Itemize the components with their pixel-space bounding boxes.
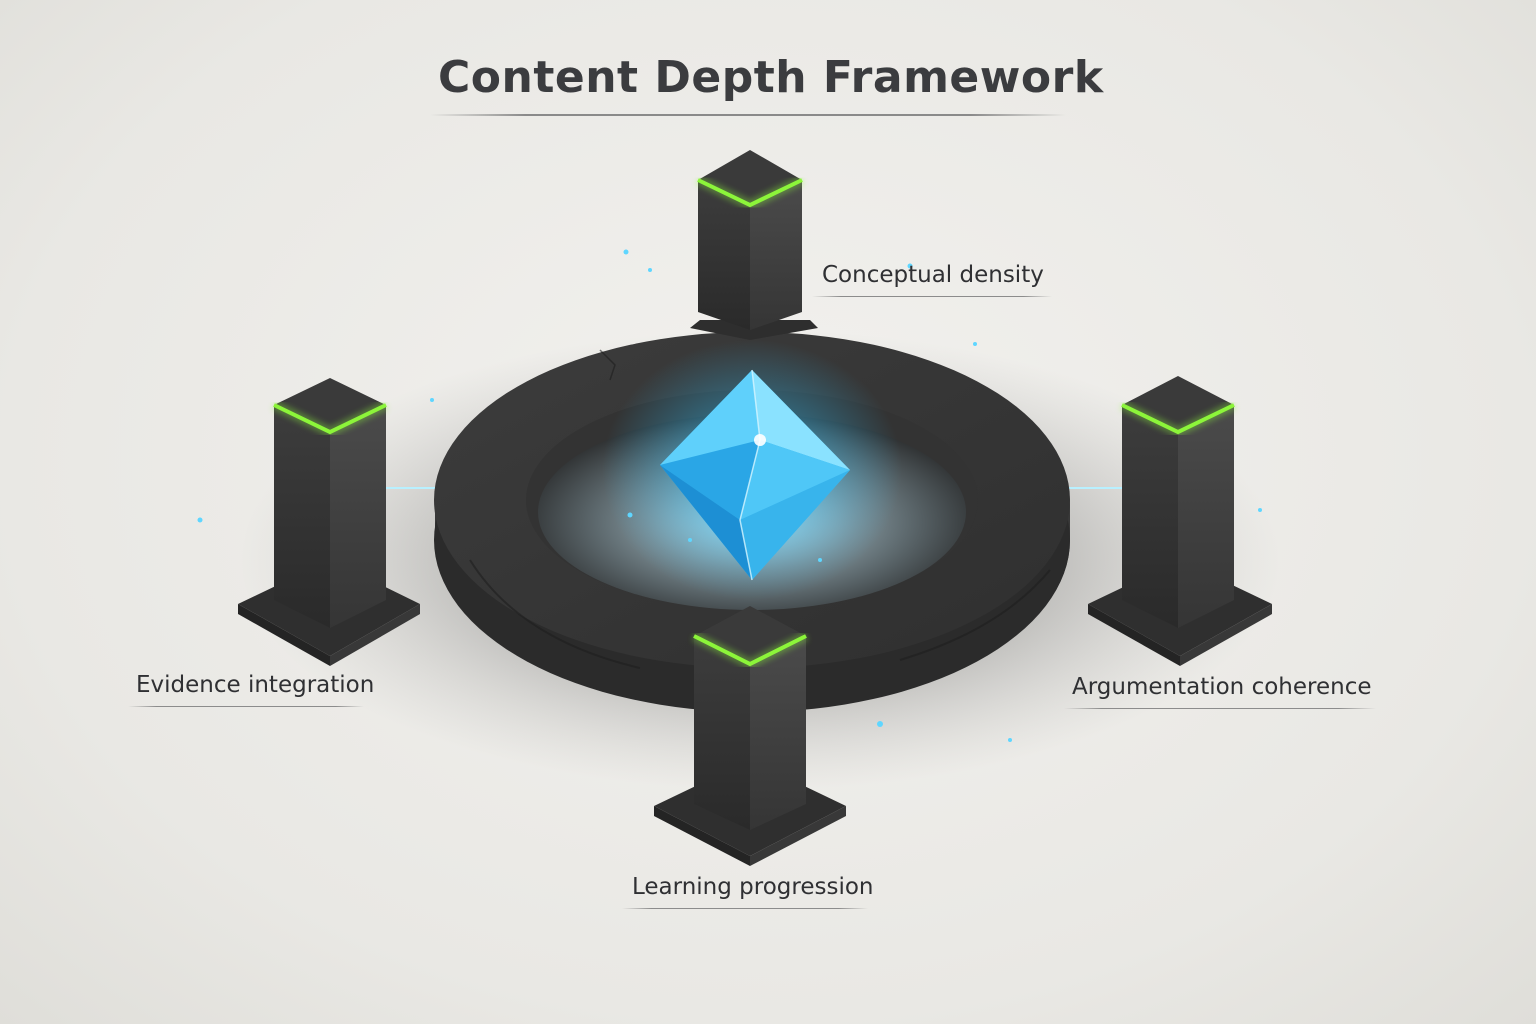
stone-pillar-bottom bbox=[654, 606, 846, 866]
label-argumentation-coherence: Argumentation coherence bbox=[1072, 674, 1372, 700]
stone-pillar-right bbox=[1088, 376, 1272, 666]
label-evidence-integration: Evidence integration bbox=[136, 672, 375, 698]
label-learning-progression: Learning progression bbox=[632, 874, 874, 900]
label-underline-top bbox=[812, 296, 1052, 297]
stone-pillar-top bbox=[690, 150, 818, 340]
label-conceptual-density: Conceptual density bbox=[822, 262, 1044, 288]
sparkles bbox=[197, 249, 1262, 742]
stone-pillar-left bbox=[238, 378, 420, 666]
label-underline-right bbox=[1064, 708, 1376, 709]
crystal-icon bbox=[602, 340, 902, 600]
label-underline-bottom bbox=[622, 908, 868, 909]
page-title: Content Depth Framework bbox=[438, 52, 1104, 103]
label-underline-left bbox=[128, 706, 364, 707]
title-underline bbox=[430, 114, 1066, 116]
